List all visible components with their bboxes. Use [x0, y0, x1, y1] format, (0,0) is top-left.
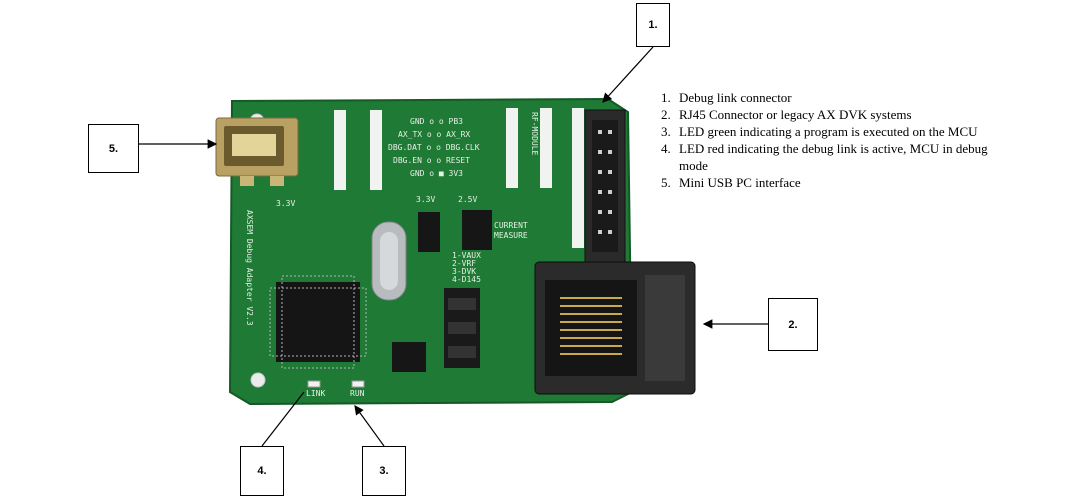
small-ic	[392, 342, 426, 372]
callout-3: 3.	[362, 446, 406, 496]
jumper-label: 2-VRF	[452, 259, 476, 268]
rj45-connector	[534, 261, 696, 395]
legend-item-2: 2.RJ45 Connector or legacy AX DVK system…	[661, 107, 912, 122]
jumper-label: 3-DVK	[452, 267, 476, 276]
debug-link-connector	[584, 109, 626, 263]
small-ic	[462, 210, 492, 250]
callout-5: 5.	[88, 124, 139, 173]
current-label: CURRENT	[494, 221, 528, 230]
pin-label: AX_TX o o AX_RX	[398, 130, 470, 139]
callout-1: 1.	[636, 3, 670, 47]
board-side-label: AXSEM Debug Adapter V2.3	[245, 210, 254, 326]
measure-label: MEASURE	[494, 231, 528, 240]
legend-list: 1.Debug link connector 2.RJ45 Connector …	[661, 89, 1001, 191]
voltage-label: 2.5V	[458, 195, 477, 204]
pin-header-strips	[334, 108, 584, 248]
led-green	[351, 380, 365, 388]
pin-label: DBG.DAT o o DBG.CLK	[388, 143, 480, 152]
leader-line-1	[602, 46, 654, 103]
voltage-label: 3.3V	[416, 195, 435, 204]
mounting-hole	[250, 372, 266, 388]
pin-label: GND o ■ 3V3	[410, 169, 463, 178]
pin-label: DBG.EN o o RESET	[393, 156, 470, 165]
legend-item-5: 5.Mini USB PC interface	[661, 175, 801, 190]
led-red	[307, 380, 321, 388]
leader-line-3	[354, 405, 385, 447]
jumper-label: 1-VAUX	[452, 251, 481, 260]
legend-item-4: 4.LED red indicating the debug link is a…	[661, 141, 988, 173]
legend-item-1: 1.Debug link connector	[661, 90, 792, 105]
small-ic	[418, 212, 440, 252]
callout-2: 2.	[768, 298, 818, 351]
voltage-label: 3.3V	[276, 199, 295, 208]
mcu-chip	[269, 275, 367, 369]
jumper-block	[444, 288, 480, 368]
leader-line-4	[261, 391, 305, 447]
pin-label: GND o o PB3	[410, 117, 463, 126]
led-run-label: RUN	[350, 389, 365, 398]
jumper-label: 4-D145	[452, 275, 481, 284]
mini-usb-connector	[215, 117, 299, 186]
callout-4: 4.	[240, 446, 284, 496]
legend-item-3: 3.LED green indicating a program is exec…	[661, 124, 978, 139]
rf-module-label: RF-MODULE	[530, 112, 539, 156]
led-link-label: LINK	[306, 389, 325, 398]
crystal-oscillator	[371, 221, 407, 301]
